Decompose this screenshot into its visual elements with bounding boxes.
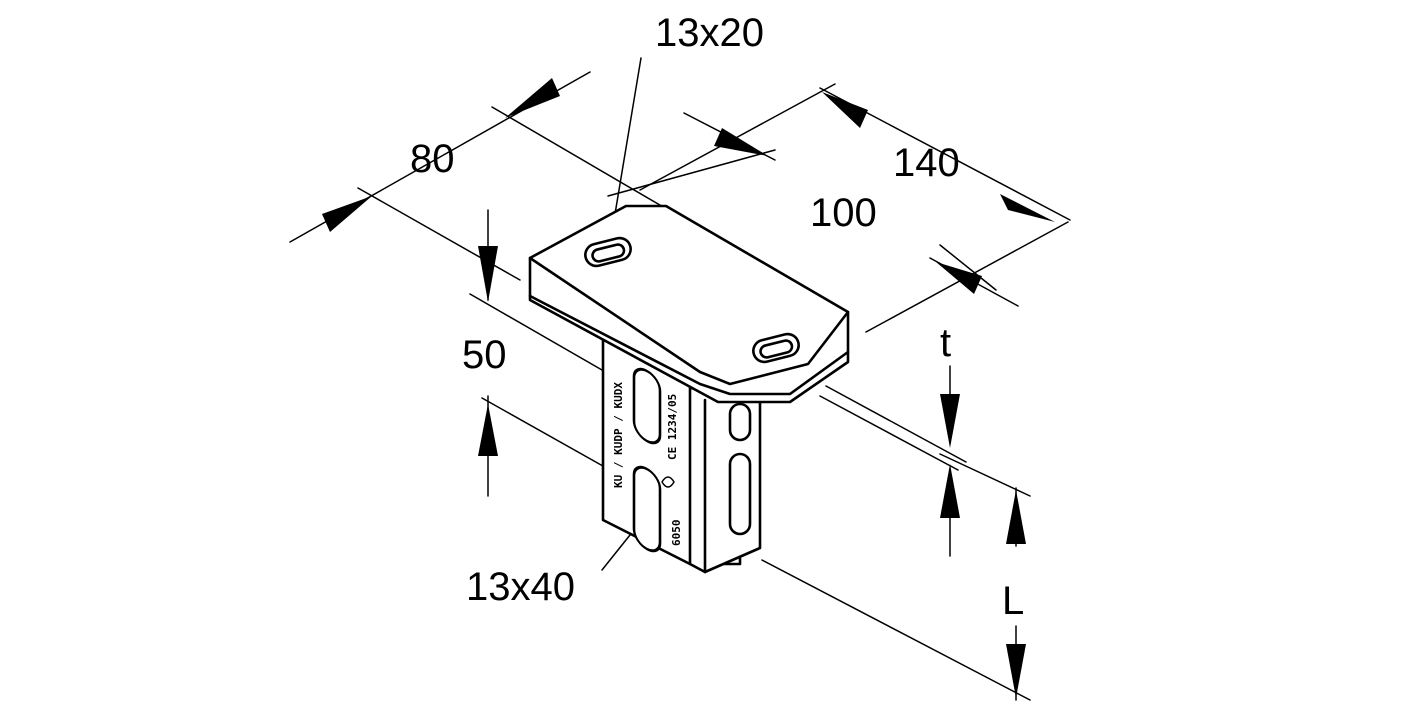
slot-side-upper <box>728 402 752 442</box>
ext-line-80-bottom <box>357 187 521 281</box>
arrow-140-right <box>1000 194 1055 222</box>
plate-bottom-edge <box>528 294 850 396</box>
recycle-icon <box>661 476 675 488</box>
label-t: t <box>940 321 951 365</box>
hole-plate-right <box>752 332 800 364</box>
ext-line-50-bottom <box>481 397 611 471</box>
arrowheads <box>322 78 1055 698</box>
arrow-100-left <box>714 128 768 156</box>
arrow-50-bottom <box>478 404 498 456</box>
slot-side-lower <box>728 452 752 536</box>
label-13x20: 13x20 <box>655 11 764 55</box>
slot-front-upper <box>632 367 662 445</box>
label-100: 100 <box>810 191 877 235</box>
arrow-100-right <box>936 262 982 294</box>
ext-line-100-top <box>607 149 776 197</box>
stamp-line1: KU / KUDP / KUDX <box>612 382 625 488</box>
label-L: L <box>1002 579 1024 623</box>
arrow-80-left-b <box>322 196 372 232</box>
leader-13x20 <box>611 57 642 233</box>
hole-plate-left <box>584 236 632 268</box>
stamp-line3: 6050 <box>670 520 683 547</box>
ext-line-140-left <box>639 83 836 191</box>
arrow-L-bottom <box>1006 644 1026 698</box>
arrow-140-left <box>822 92 868 128</box>
slot-front-lower <box>632 465 662 553</box>
bracket: KU / KUDP / KUDX CE 1234/05 6050 <box>528 204 850 574</box>
arrow-L-top <box>1006 490 1026 544</box>
arrow-t-bottom <box>940 464 960 518</box>
ext-line-t-bottom <box>819 395 959 471</box>
stamp-line2: CE 1234/05 <box>666 394 679 460</box>
label-80: 80 <box>410 137 455 181</box>
label-13x40: 13x40 <box>466 565 575 609</box>
leader-13x40 <box>601 529 635 571</box>
arrow-80-left-a <box>505 78 560 118</box>
label-50: 50 <box>462 333 507 377</box>
arrow-t-top <box>940 394 960 448</box>
ext-line-L-top <box>939 453 1031 497</box>
ext-line-t-top <box>825 385 967 463</box>
arrow-50-top <box>478 246 498 302</box>
label-140: 140 <box>893 141 960 185</box>
ext-line-L-bottom <box>761 559 1031 701</box>
labels: 13x20 80 140 100 50 t L 13x40 <box>410 11 1024 623</box>
ext-line-50-top <box>469 293 603 371</box>
ext-line-100-side <box>939 244 997 291</box>
